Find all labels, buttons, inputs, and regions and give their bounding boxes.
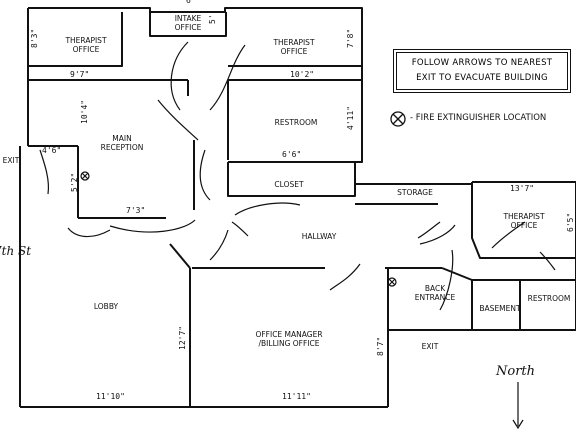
- notice-line-2: EXIT TO EVACUATE BUILDING: [416, 73, 548, 83]
- evac-arrow: [329, 263, 361, 291]
- room-lobby: LOBBY: [93, 302, 119, 311]
- exit-south: EXIT: [421, 342, 439, 351]
- evac-arrow: [491, 221, 526, 249]
- evac-arrow: [231, 221, 249, 237]
- evac-arrow: [109, 219, 196, 233]
- legend-extinguisher-icon: [390, 111, 406, 127]
- evac-arrow: [439, 249, 454, 311]
- dim-6-5: 6'5": [566, 212, 575, 232]
- notice-line-1: FOLLOW ARROWS TO NEAREST: [411, 58, 553, 68]
- dim-12-7: 12'7": [178, 325, 187, 350]
- room-therapist-office-e: THERAPIST OFFICE: [503, 212, 545, 230]
- evacuation-notice: FOLLOW ARROWS TO NEAREST EXIT TO EVACUAT…: [393, 49, 571, 93]
- evac-arrow: [199, 149, 211, 201]
- room-restroom-east: RESTROOM: [527, 294, 571, 303]
- wall-closet: [227, 162, 356, 197]
- room-therapist-office-n: THERAPIST OFFICE: [273, 38, 315, 56]
- wall-restroom-n: [228, 79, 363, 163]
- dim-4-6: 4'6": [42, 146, 62, 155]
- legend-text: - FIRE EXTINGUISHER LOCATION: [410, 113, 547, 123]
- dim-8-3: 8'3": [30, 28, 39, 48]
- evac-arrow: [417, 221, 441, 239]
- wall-intake: [149, 12, 227, 37]
- room-main-reception: MAIN RECEPTION: [100, 134, 144, 152]
- dim-4-11: 4'11": [346, 105, 355, 130]
- dim-6: 6': [186, 0, 196, 5]
- north-arrow-icon: [512, 382, 524, 430]
- dim-13-7: 13'7": [510, 184, 535, 193]
- wall-lobby-top: [169, 243, 191, 269]
- dim-11-11: 11'11": [282, 392, 311, 401]
- dim-10-4: 10'4": [80, 99, 89, 124]
- dim-8-7: 8'7": [376, 336, 385, 356]
- dim-10-2: 10'2": [290, 70, 315, 79]
- room-storage: STORAGE: [397, 188, 433, 197]
- evac-arrow: [209, 44, 246, 111]
- room-intake-office: INTAKE OFFICE: [174, 14, 202, 32]
- dim-5-2: 5'2": [70, 172, 79, 192]
- evac-arrow: [157, 99, 199, 141]
- room-hallway: HALLWAY: [301, 232, 337, 241]
- evac-arrow: [234, 202, 301, 216]
- compass-label: North: [496, 364, 536, 379]
- wall-back-entrance: [441, 267, 473, 281]
- dim-7-3: 7'3": [126, 206, 146, 215]
- evac-arrow: [39, 149, 50, 195]
- room-office-manager: OFFICE MANAGER /BILLING OFFICE: [255, 330, 323, 348]
- evac-arrow: [419, 224, 456, 245]
- dim-9-7: 9'7": [70, 70, 90, 79]
- evac-arrow: [539, 251, 556, 271]
- fire-extinguisher-symbol: [387, 277, 397, 287]
- room-back-entrance: BACK ENTRANCE: [414, 284, 456, 302]
- dim-6-6: 6'6": [282, 150, 302, 159]
- dim-5: 5': [208, 14, 217, 24]
- evac-arrow: [170, 41, 189, 111]
- fire-extinguisher-symbol: [80, 171, 90, 181]
- evac-arrow: [67, 227, 111, 238]
- wall-east-therapist: [471, 182, 576, 259]
- room-restroom-north: RESTROOM: [274, 118, 318, 127]
- dim-7-8: 7'8": [346, 28, 355, 48]
- dim-11-10: 11'10": [96, 392, 125, 401]
- room-closet: CLOSET: [274, 180, 304, 189]
- room-basement: BASEMENT: [479, 304, 521, 313]
- street-label: 7th St: [0, 244, 32, 258]
- evac-arrow: [209, 229, 229, 261]
- exit-west: EXIT: [2, 156, 20, 165]
- wall-therapist-nw-bottom: [28, 12, 123, 67]
- room-therapist-office-nw: THERAPIST OFFICE: [65, 36, 107, 54]
